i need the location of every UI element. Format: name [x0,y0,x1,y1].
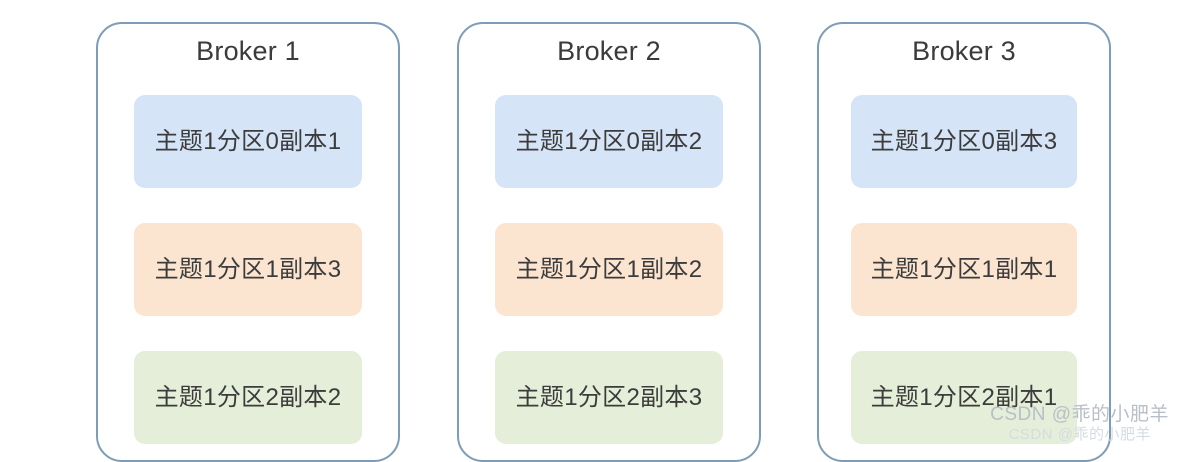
replica-tile: 主题1分区1副本3 [134,223,362,316]
replica-label: 主题1分区2副本1 [870,383,1058,411]
replica-tile: 主题1分区2副本2 [134,351,362,444]
diagram-canvas: Broker 1 主题1分区0副本1 主题1分区1副本3 主题1分区2副本2 B… [96,22,1169,462]
replica-tile: 主题1分区1副本2 [495,223,723,316]
watermark-secondary: CSDN @乖的小肥羊 [1008,426,1151,443]
replica-label: 主题1分区0副本3 [870,127,1058,155]
replica-label: 主题1分区1副本2 [515,255,703,283]
replica-tile: 主题1分区0副本2 [495,95,723,188]
replica-label: 主题1分区2副本2 [154,383,342,411]
replica-label: 主题1分区1副本3 [154,255,342,283]
replica-tile: 主题1分区1副本1 [851,223,1077,316]
watermark: CSDN @乖的小肥羊 [990,404,1169,425]
replica-tile: 主题1分区2副本3 [495,351,723,444]
replica-tile: 主题1分区2副本1 [851,351,1077,444]
broker-panel-1: Broker 1 主题1分区0副本1 主题1分区1副本3 主题1分区2副本2 [96,22,400,462]
broker-panel-3: Broker 3 主题1分区0副本3 主题1分区1副本1 主题1分区2副本1 [817,22,1111,462]
replica-label: 主题1分区2副本3 [515,383,703,411]
replica-label: 主题1分区0副本2 [515,127,703,155]
broker-title: Broker 3 [912,36,1016,66]
broker-title: Broker 1 [196,36,300,66]
broker-panel-2: Broker 2 主题1分区0副本2 主题1分区1副本2 主题1分区2副本3 [457,22,761,462]
replica-label: 主题1分区0副本1 [154,127,342,155]
replica-tile: 主题1分区0副本3 [851,95,1077,188]
replica-label: 主题1分区1副本1 [870,255,1058,283]
replica-tile: 主题1分区0副本1 [134,95,362,188]
broker-title: Broker 2 [557,36,661,66]
